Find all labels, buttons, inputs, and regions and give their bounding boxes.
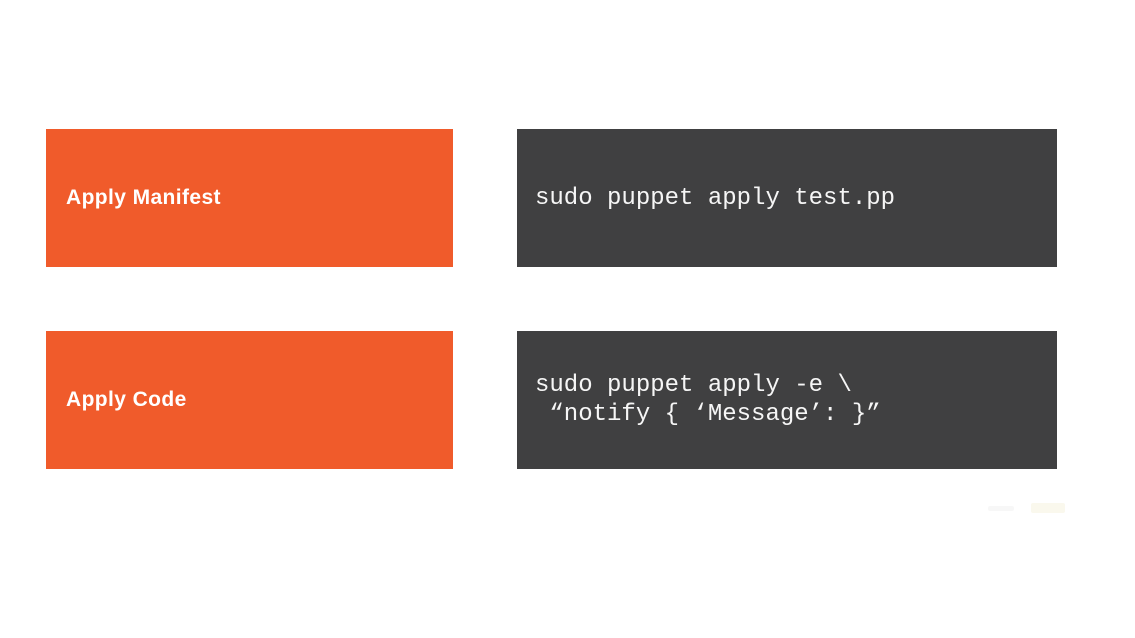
apply-code-code-line-1: sudo puppet apply -e \ [535,372,852,399]
apply-code-label-box: Apply Code [46,331,453,469]
apply-code-code-line-2: “notify { ‘Message’: }” [535,401,881,428]
apply-manifest-code-line: sudo puppet apply test.pp [535,184,896,212]
apply-code-code-box: sudo puppet apply -e \ “notify { ‘Messag… [517,331,1057,469]
apply-manifest-label-box: Apply Manifest [46,129,453,267]
apply-code-label: Apply Code [66,388,187,412]
apply-manifest-code-box: sudo puppet apply test.pp [517,129,1057,267]
watermark-smudge [988,506,1014,511]
apply-manifest-label: Apply Manifest [66,186,221,210]
watermark-smudge [1031,503,1065,513]
